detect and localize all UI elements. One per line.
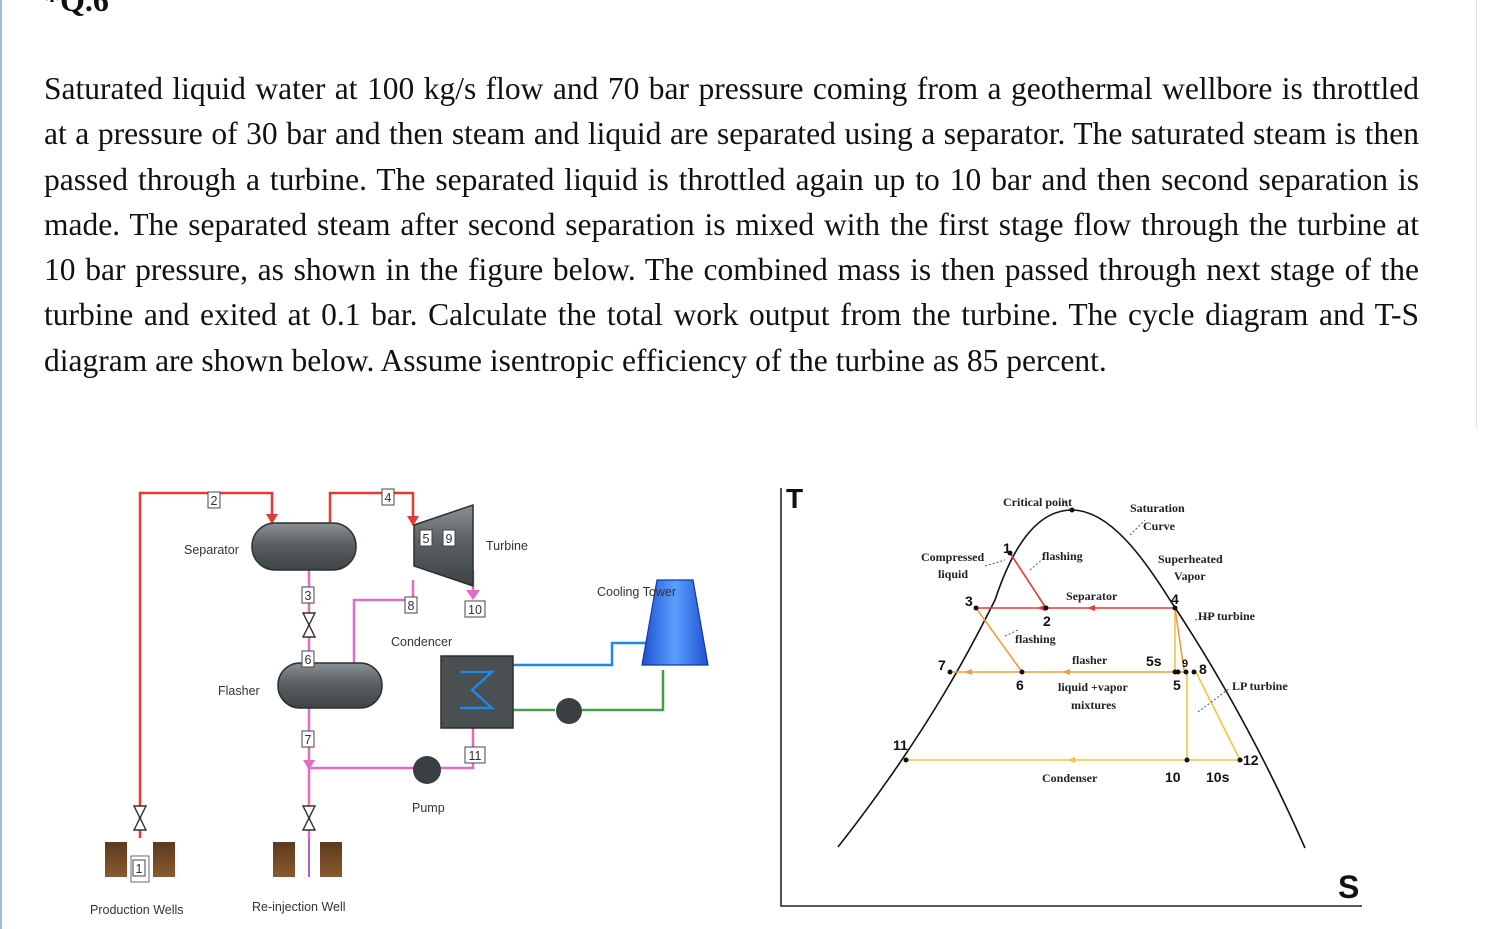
- state-label-11: 11: [469, 749, 482, 763]
- pump-icon: [556, 698, 582, 724]
- state-points: [903, 507, 1243, 763]
- production-wells-label: Production Wells: [90, 903, 184, 917]
- mixture-label-1: liquid +vapor: [1058, 680, 1129, 694]
- point-label-1: 1: [1003, 540, 1011, 556]
- saturation-label-2: Curve: [1143, 519, 1176, 533]
- state-label-6: 6: [305, 653, 312, 667]
- state-label-7: 7: [305, 733, 312, 747]
- flashing-label-2: flashing: [1015, 632, 1056, 646]
- state-boxes: [132, 488, 486, 877]
- ts-axes: [780, 488, 1362, 907]
- point-label-6: 6: [1016, 677, 1024, 693]
- superheated-label-1: Superheated: [1158, 552, 1223, 566]
- flasher-ts-label: flasher: [1072, 653, 1108, 667]
- pipe-production: [138, 491, 415, 838]
- cooling-tower-label: Cooling Tower: [597, 585, 676, 599]
- hp-turbine-label: HP turbine: [1198, 609, 1256, 623]
- point-label-9: 9: [1182, 658, 1188, 670]
- condenser-coil: [460, 670, 496, 710]
- point-label-10: 10: [1165, 769, 1181, 785]
- flashing-line-2: [975, 607, 1023, 673]
- condenser-icon: [440, 655, 514, 729]
- process-arrow: [1062, 669, 1070, 675]
- question-label: *Q.6: [44, 0, 109, 18]
- lp-turbine-label: LP turbine: [1232, 679, 1288, 693]
- state-label-10: 10: [468, 603, 482, 617]
- point-label-8: 8: [1199, 661, 1207, 677]
- flow-arrow: [266, 514, 278, 524]
- state-label-5: 5: [423, 532, 430, 546]
- state-label-2: 2: [211, 494, 218, 508]
- point-label-4: 4: [1171, 591, 1179, 607]
- page-right-border: [1476, 0, 1477, 428]
- cycle-diagram: 2 4 3 5 9 6 7 8 10 11 1 Separator Flashe…: [90, 488, 709, 917]
- t-axis-label: T: [786, 483, 803, 514]
- point-label-2: 2: [1043, 613, 1051, 629]
- point-label-5s: 5s: [1146, 653, 1162, 669]
- flow-arrow: [466, 590, 480, 600]
- pump-icon: [413, 756, 441, 784]
- point-label-5: 5: [1173, 677, 1181, 693]
- separator-vessel: [251, 522, 357, 571]
- superheated-label-2: Vapor: [1174, 569, 1206, 583]
- saturation-label-1: Saturation: [1130, 501, 1185, 515]
- page-left-border: [0, 0, 2, 929]
- valve-icon: [132, 612, 317, 831]
- flasher-label: Flasher: [218, 684, 260, 698]
- hp-actual-line: [1174, 607, 1185, 671]
- process-arrow: [1037, 605, 1045, 611]
- reinjection-well-label: Re-injection Well: [252, 900, 346, 914]
- state-label-8: 8: [408, 599, 415, 613]
- condenser-ts-label: Condenser: [1042, 771, 1098, 785]
- flasher-vessel: [277, 662, 383, 709]
- process-arrow: [1087, 605, 1095, 611]
- turbine-label: Turbine: [486, 539, 528, 553]
- state-label-4: 4: [385, 491, 392, 505]
- flashing-line-1: [1009, 552, 1047, 609]
- condenser-label: Condencer: [391, 635, 452, 649]
- flow-arrow: [407, 516, 419, 526]
- mixture-label-2: mixtures: [1071, 698, 1116, 712]
- point-label-3: 3: [965, 593, 973, 609]
- separator-ts-label: Separator: [1066, 589, 1118, 603]
- reinjection-well-icon: [273, 838, 342, 877]
- flow-arrow: [303, 760, 315, 770]
- compressed-liquid-label-2: liquid: [938, 567, 968, 581]
- point-label-12: 12: [1243, 752, 1259, 768]
- point-label-10s: 10s: [1206, 769, 1230, 785]
- problem-statement: Saturated liquid water at 100 kg/s flow …: [44, 71, 1419, 378]
- lp-actual-line: [1195, 671, 1241, 761]
- point-label-11: 11: [893, 737, 908, 753]
- state-label-1: 1: [136, 862, 143, 876]
- pump-label: Pump: [412, 801, 445, 815]
- flashing-label-1: flashing: [1042, 549, 1083, 563]
- process-arrow: [964, 669, 972, 675]
- critical-point-label: Critical point: [1003, 495, 1072, 509]
- s-axis-label: S: [1338, 869, 1359, 905]
- separator-label: Separator: [184, 543, 239, 557]
- state-label-9: 9: [446, 532, 453, 546]
- process-arrow: [1067, 757, 1075, 763]
- cooling-tower-icon: [641, 579, 709, 666]
- pipe-cooling: [460, 641, 665, 712]
- compressed-liquid-label-1: Compressed: [921, 550, 984, 564]
- point-label-7: 7: [938, 657, 946, 673]
- label-leaders: [984, 497, 1231, 713]
- state-label-3: 3: [305, 589, 312, 603]
- ts-diagram: T S: [780, 483, 1362, 907]
